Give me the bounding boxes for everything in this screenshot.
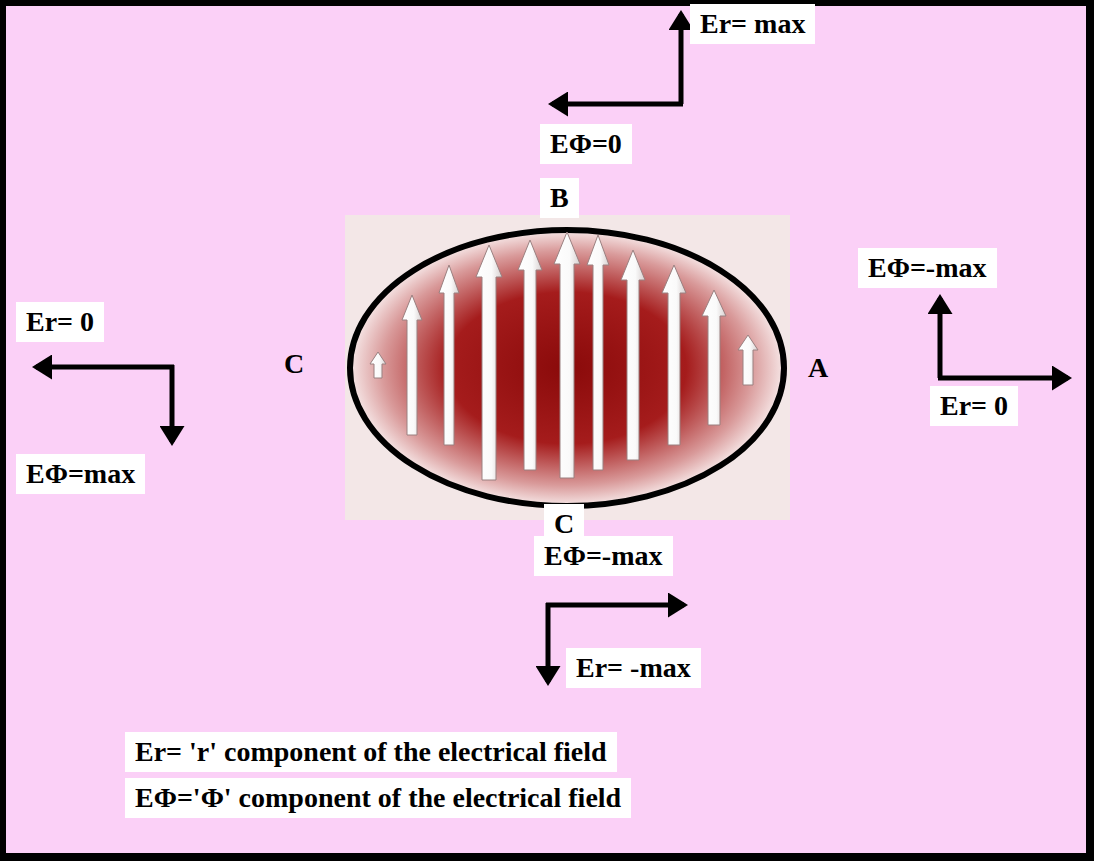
field-value: EΦ=-max	[858, 248, 997, 288]
legend-note: Er= 'r' component of the electrical fiel…	[125, 732, 617, 772]
field-value-box: Er= max	[690, 4, 815, 44]
field-value: EΦ=-max	[534, 536, 673, 576]
field-value-box: EΦ=-max	[534, 536, 673, 576]
field-value-box: EΦ=max	[16, 454, 145, 494]
field-value: EΦ=0	[540, 124, 632, 164]
field-value: Er= 0	[930, 386, 1018, 426]
field-value-box: Er= 0	[16, 302, 104, 342]
field-axes	[36, 14, 1068, 682]
legend-note-box: EΦ='Φ' component of the electrical field	[125, 778, 631, 818]
field-value: EΦ=max	[16, 454, 145, 494]
point-label-box: B	[540, 178, 579, 218]
point-label: B	[540, 178, 579, 218]
field-value-box: Er= 0	[930, 386, 1018, 426]
point-label-box: C	[282, 346, 306, 382]
patch-ellipse	[350, 230, 784, 506]
field-value: Er= 0	[16, 302, 104, 342]
legend-note-box: Er= 'r' component of the electrical fiel…	[125, 732, 617, 772]
field-value: Er= max	[690, 4, 815, 44]
point-label-box: A	[806, 350, 830, 386]
field-value-box: Er= -max	[566, 648, 701, 688]
legend-note: EΦ='Φ' component of the electrical field	[125, 778, 631, 818]
point-label: C	[282, 346, 306, 382]
patch-backdrop	[345, 215, 790, 520]
field-arrows	[370, 232, 758, 480]
field-value-box: EΦ=-max	[858, 248, 997, 288]
point-label: A	[806, 350, 830, 386]
field-value-box: EΦ=0	[540, 124, 632, 164]
field-value: Er= -max	[566, 648, 701, 688]
